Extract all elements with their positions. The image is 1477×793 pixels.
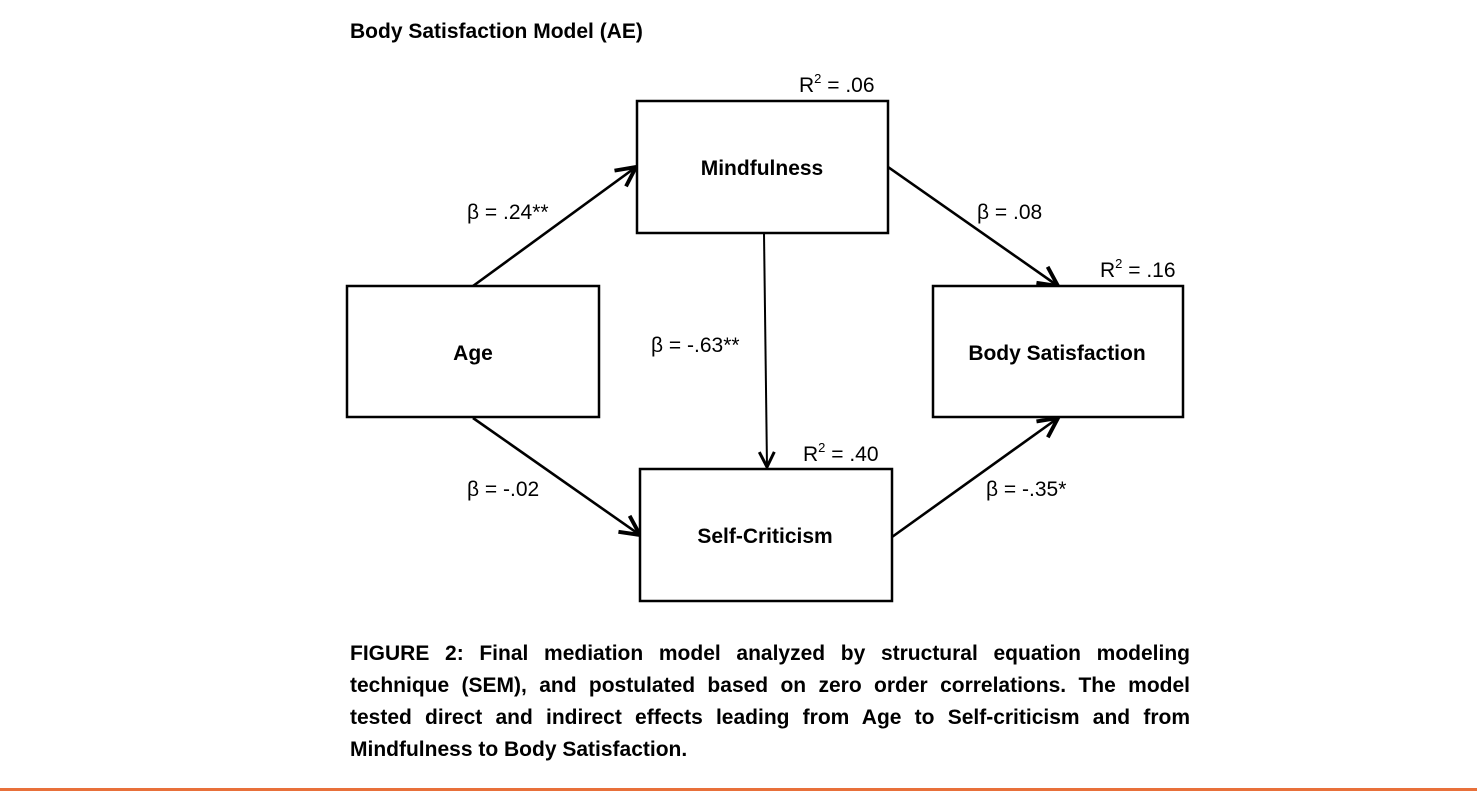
node-box-mindfulness xyxy=(635,99,890,235)
arrow-mindfulness-to-self-criticism xyxy=(764,232,767,467)
path-label-mindfulness-to-body-satisfaction: β = .08 xyxy=(977,201,1042,224)
node-label-mindfulness: Mindfulness xyxy=(701,157,824,180)
path-label-self-criticism-to-body-satisfaction: β = -.35* xyxy=(986,478,1066,501)
arrow-age-to-self-criticism xyxy=(472,416,640,535)
arrow-self-criticism-to-body-satisfaction xyxy=(891,418,1058,539)
figure-title: Body Satisfaction Model (AE) xyxy=(350,20,643,43)
arrow-mindfulness-to-body-satisfaction xyxy=(887,165,1058,286)
node-label-age: Age xyxy=(453,342,493,365)
r2-value-self-criticism: = .40 xyxy=(825,443,878,466)
r2-superscript: 2 xyxy=(1115,256,1122,271)
r2-superscript: 2 xyxy=(818,440,825,455)
r2-prefix: R xyxy=(803,443,818,466)
r2-label-mindfulness: R2 = .06 xyxy=(799,71,875,97)
figure-caption: FIGURE 2: Final mediation model analyzed… xyxy=(350,642,1190,761)
path-label-age-to-self-criticism: β = -.02 xyxy=(467,478,539,501)
r2-prefix: R xyxy=(1100,259,1115,282)
node-box-body-satisfaction xyxy=(931,284,1185,419)
r2-label-body-satisfaction: R2 = .16 xyxy=(1100,256,1176,282)
node-box-age xyxy=(345,284,601,419)
node-label-body-satisfaction: Body Satisfaction xyxy=(968,342,1145,365)
r2-superscript: 2 xyxy=(814,71,821,86)
path-label-age-to-mindfulness: β = .24** xyxy=(467,201,549,224)
path-label-mindfulness-to-self-criticism: β = -.63** xyxy=(651,334,740,357)
footer-rule xyxy=(0,788,1477,791)
node-label-self-criticism: Self-Criticism xyxy=(697,525,832,548)
r2-label-self-criticism: R2 = .40 xyxy=(803,440,879,466)
r2-value-mindfulness: = .06 xyxy=(821,74,874,97)
arrow-age-to-mindfulness xyxy=(472,167,636,288)
r2-value-body-satisfaction: = .16 xyxy=(1122,259,1175,282)
r2-prefix: R xyxy=(799,74,814,97)
node-box-self-criticism xyxy=(638,467,894,603)
